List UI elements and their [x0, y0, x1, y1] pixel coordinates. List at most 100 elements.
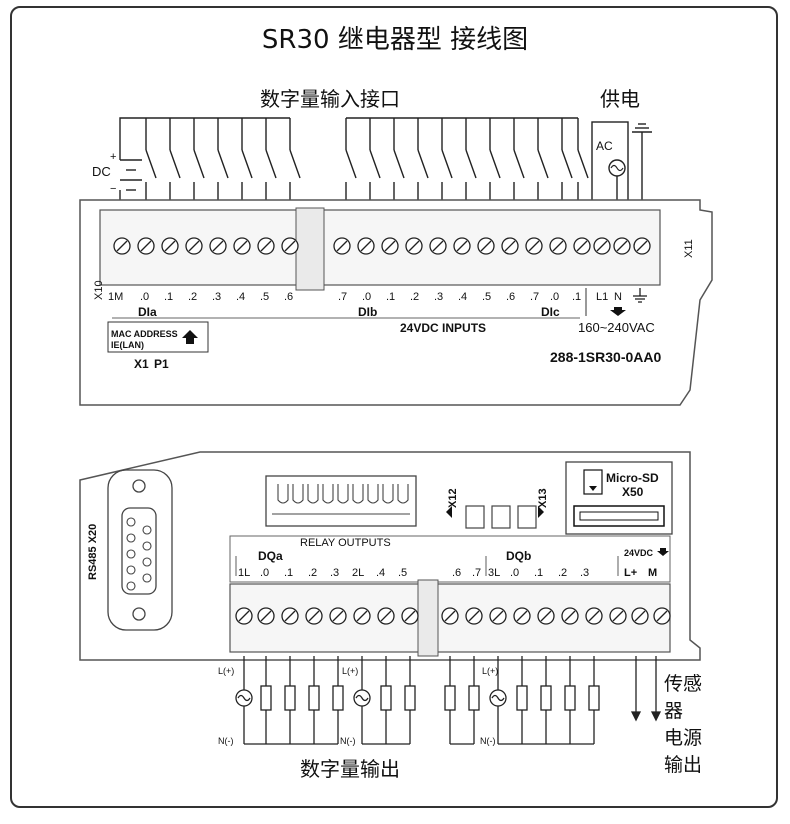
rs485-pin — [142, 541, 152, 551]
model-number: 288-1SR30-0AA0 — [550, 349, 661, 365]
top-screw-terminal — [281, 237, 299, 255]
x10-label: X10 — [93, 280, 105, 300]
power-terminal-l1: L1 — [596, 291, 608, 303]
ac-sine-icon — [610, 164, 624, 172]
bottom-terminal-label-b: .0 — [510, 567, 519, 579]
x13-arrow-icon — [538, 506, 544, 518]
bottom-screw-terminal — [305, 607, 323, 625]
bottom-terminal-label-b: .1 — [534, 567, 543, 579]
load-resistor-icon — [332, 685, 344, 711]
sensor-output-arrow-icon — [650, 711, 662, 722]
top-screw-terminal — [525, 237, 543, 255]
l-plus-label-1: L(+) — [218, 666, 234, 676]
load-resistor-icon — [468, 685, 480, 711]
x12-label: X12 — [447, 488, 459, 508]
group-dic: DIc — [541, 305, 560, 319]
load-resistor-icon — [516, 685, 528, 711]
load-resistor-icon — [260, 685, 272, 711]
group-dib: DIb — [358, 305, 377, 319]
top-screw-terminal — [233, 237, 251, 255]
bottom-screw-terminal — [441, 607, 459, 625]
l-plus-label-3: L(+) — [482, 666, 498, 676]
n-minus-label-2: N(-) — [340, 736, 356, 746]
top-terminal-label: .7 — [338, 291, 347, 303]
bottom-terminal-label-a: .1 — [284, 567, 293, 579]
bottom-terminal-label-a: .3 — [330, 567, 339, 579]
bottom-screw-terminal — [257, 607, 275, 625]
ground-symbol-top — [632, 123, 652, 210]
ac-sine-icon — [237, 694, 251, 702]
top-terminal-label: .3 — [434, 291, 443, 303]
top-screw-terminal — [185, 237, 203, 255]
rs485-pin — [142, 573, 152, 583]
bottom-terminal-label-a: .4 — [376, 567, 385, 579]
top-terminal-label: .2 — [188, 291, 197, 303]
group-dqa: DQa — [258, 549, 283, 563]
bottom-screw-terminal — [513, 607, 531, 625]
top-screw-terminal — [405, 237, 423, 255]
micro-sd-label: Micro-SD — [606, 471, 659, 485]
top-terminal-label: .4 — [236, 291, 245, 303]
top-terminal-label: 1M — [108, 291, 123, 303]
bottom-screw-terminal — [489, 607, 507, 625]
expansion-fin — [352, 484, 364, 504]
top-screw-terminal — [333, 237, 351, 255]
top-terminal-label: .5 — [260, 291, 269, 303]
mac-address-box — [107, 321, 209, 353]
x1-label: X1 — [134, 357, 149, 371]
x12-arrow-icon — [446, 506, 452, 518]
top-terminal-divider — [295, 207, 325, 291]
bottom-screw-terminal — [377, 607, 395, 625]
rs485-pin — [126, 565, 136, 575]
l-plus-label-2: L(+) — [342, 666, 358, 676]
bottom-label-strip — [229, 535, 671, 583]
sensor-supply-line-4: 输出 — [664, 754, 702, 776]
bottom-screw-terminal — [401, 607, 419, 625]
bottom-screw-terminal — [561, 607, 579, 625]
supply-terminal-label: M — [648, 567, 657, 579]
top-terminal-label: .1 — [572, 291, 581, 303]
group-dia: DIa — [138, 305, 157, 319]
top-terminal-label: .7 — [530, 291, 539, 303]
ac-sine-icon — [491, 694, 505, 702]
rs485-pin — [126, 549, 136, 559]
rs485-pins — [126, 517, 152, 591]
supply-down-arrow-icon — [657, 548, 669, 556]
relay-outputs-label: RELAY OUTPUTS — [300, 537, 391, 549]
top-screw-terminal — [633, 237, 651, 255]
supply-terminal-label: L+ — [624, 567, 637, 579]
rs485-pin — [142, 525, 152, 535]
top-terminal-labels: 1M.0.1.2.3.4.5.6.7.0.1.2.3.4.5.6.7.0.1 — [108, 291, 581, 303]
expansion-fin — [382, 484, 394, 504]
x11-label: X11 — [683, 239, 695, 258]
bottom-terminal-label-a: 1L — [238, 567, 250, 579]
top-terminal-label: .0 — [362, 291, 371, 303]
top-terminal-label: .0 — [550, 291, 559, 303]
sensor-supply-line-2: 器 — [664, 700, 683, 722]
top-screw-terminal — [549, 237, 567, 255]
bottom-screw-terminal — [235, 607, 253, 625]
load-resistor-icon — [444, 685, 456, 711]
sensor-supply-line-3: 电源 — [664, 727, 702, 749]
bottom-screw-terminal — [653, 607, 671, 625]
top-screw-terminal — [137, 237, 155, 255]
load-resistor-icon — [380, 685, 392, 711]
top-screw-terminal — [593, 237, 611, 255]
top-terminal-label: .0 — [140, 291, 149, 303]
top-screw-terminal — [357, 237, 375, 255]
top-screw-terminal — [257, 237, 275, 255]
power-label: 供电 — [600, 87, 640, 111]
bottom-terminal-label-a: 2L — [352, 567, 364, 579]
sensor-supply-line-1: 传感 — [664, 673, 702, 695]
diagram-frame — [10, 6, 778, 808]
top-screw-terminal — [573, 237, 591, 255]
bottom-terminal-label-a: .0 — [260, 567, 269, 579]
x13-port — [517, 505, 537, 529]
bottom-screw-row — [235, 607, 671, 625]
bottom-terminal-label-b: .2 — [558, 567, 567, 579]
ie-lan-label: IE(LAN) — [111, 340, 144, 350]
top-screw-terminal — [429, 237, 447, 255]
top-terminal-label: .4 — [458, 291, 467, 303]
top-terminal-label: .6 — [506, 291, 515, 303]
top-screw-terminal — [477, 237, 495, 255]
